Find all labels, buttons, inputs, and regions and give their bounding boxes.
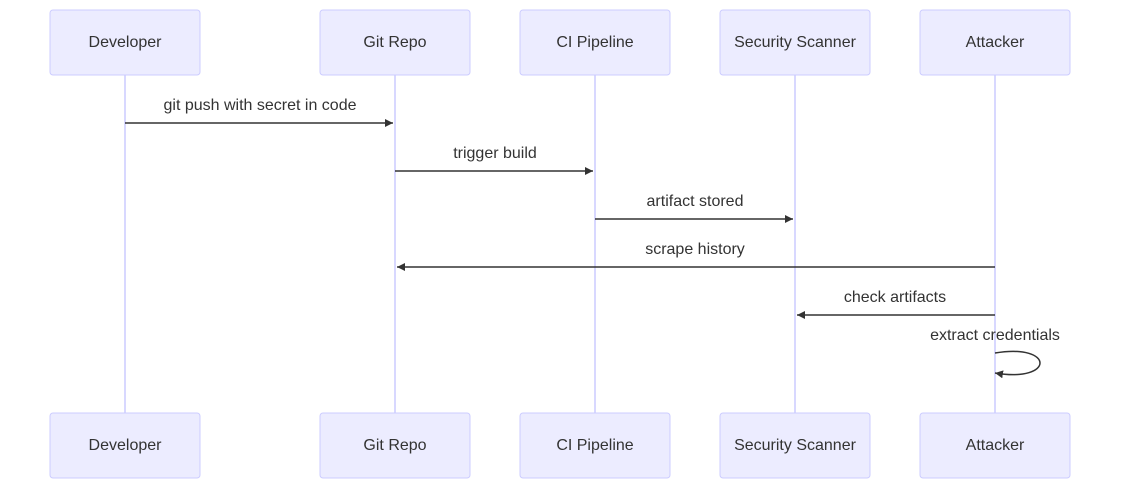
- message-label: trigger build: [453, 145, 537, 162]
- actor-label: Git Repo: [363, 437, 426, 454]
- message-label: check artifacts: [844, 289, 946, 306]
- actor-security-scanner-bottom: Security Scanner: [719, 412, 871, 479]
- message-3: artifact stored: [595, 193, 793, 223]
- actor-box: [719, 412, 871, 479]
- message-label: git push with secret in code: [164, 97, 357, 114]
- actor-git-repo-bottom: Git Repo: [319, 412, 471, 479]
- actor-box: [319, 9, 471, 76]
- actor-developer-bottom: Developer: [49, 412, 201, 479]
- actor-label: Git Repo: [363, 34, 426, 51]
- actor-label: CI Pipeline: [556, 437, 633, 454]
- actor-label: Attacker: [966, 437, 1025, 454]
- actor-git-repo-top: Git Repo: [319, 9, 471, 76]
- actor-label: Attacker: [966, 34, 1025, 51]
- actor-developer-top: Developer: [49, 9, 201, 76]
- self-message-arrow: [994, 350, 1041, 379]
- actor-security-scanner-top: Security Scanner: [719, 9, 871, 76]
- actor-box: [49, 412, 201, 479]
- actor-label: Developer: [89, 437, 163, 454]
- actor-ci-pipeline-top: CI Pipeline: [519, 9, 671, 76]
- actor-box: [519, 412, 671, 479]
- actor-box: [719, 9, 871, 76]
- actor-box: [319, 412, 471, 479]
- actor-label: Security Scanner: [734, 34, 857, 51]
- message-4: scrape history: [397, 241, 995, 271]
- actor-box: [919, 9, 1071, 76]
- actor-label: Security Scanner: [734, 437, 857, 454]
- actor-attacker-bottom: Attacker: [919, 412, 1071, 479]
- message-label: extract credentials: [930, 327, 1060, 344]
- message-6: extract credentials: [930, 327, 1060, 379]
- actor-box: [519, 9, 671, 76]
- message-5: check artifacts: [797, 289, 995, 319]
- message-2: trigger build: [395, 145, 593, 175]
- actor-box: [919, 412, 1071, 479]
- message-label: artifact stored: [647, 193, 744, 210]
- actor-attacker-top: Attacker: [919, 9, 1071, 76]
- actor-box: [49, 9, 201, 76]
- actor-label: CI Pipeline: [556, 34, 633, 51]
- actor-ci-pipeline-bottom: CI Pipeline: [519, 412, 671, 479]
- message-label: scrape history: [645, 241, 745, 258]
- message-1: git push with secret in code: [125, 97, 393, 127]
- actor-label: Developer: [89, 34, 163, 51]
